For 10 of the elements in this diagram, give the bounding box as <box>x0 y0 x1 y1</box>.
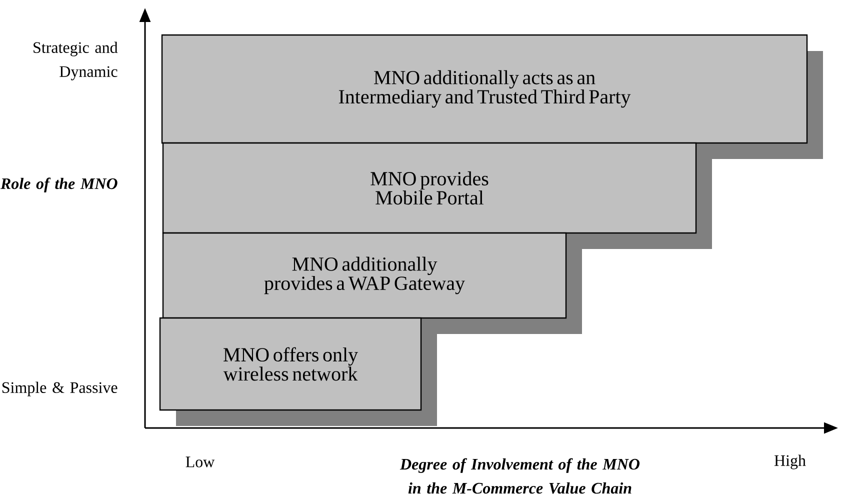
axis-level-label: Low <box>186 456 215 468</box>
axis-level-label: Strategic and Dynamic <box>34 42 118 80</box>
shadowed-box: MNO additionally provides a WAP Gateway <box>162 232 582 334</box>
axis-level-label: High <box>774 454 806 470</box>
axis-level-label: Simple & Passive <box>2 382 118 396</box>
shadowed-box: MNO offers only wireless network <box>159 317 437 426</box>
shadowed-box: MNO provides Mobile Portal <box>162 142 712 249</box>
shadowed-box: MNO additionally acts as an Intermediary and Trusted Third Party <box>161 34 823 159</box>
axis-title: Role of the MNO <box>0 178 118 192</box>
axis-title: Degree of Involvement of the MNO in the M-Commerce Value Chain <box>400 458 640 494</box>
